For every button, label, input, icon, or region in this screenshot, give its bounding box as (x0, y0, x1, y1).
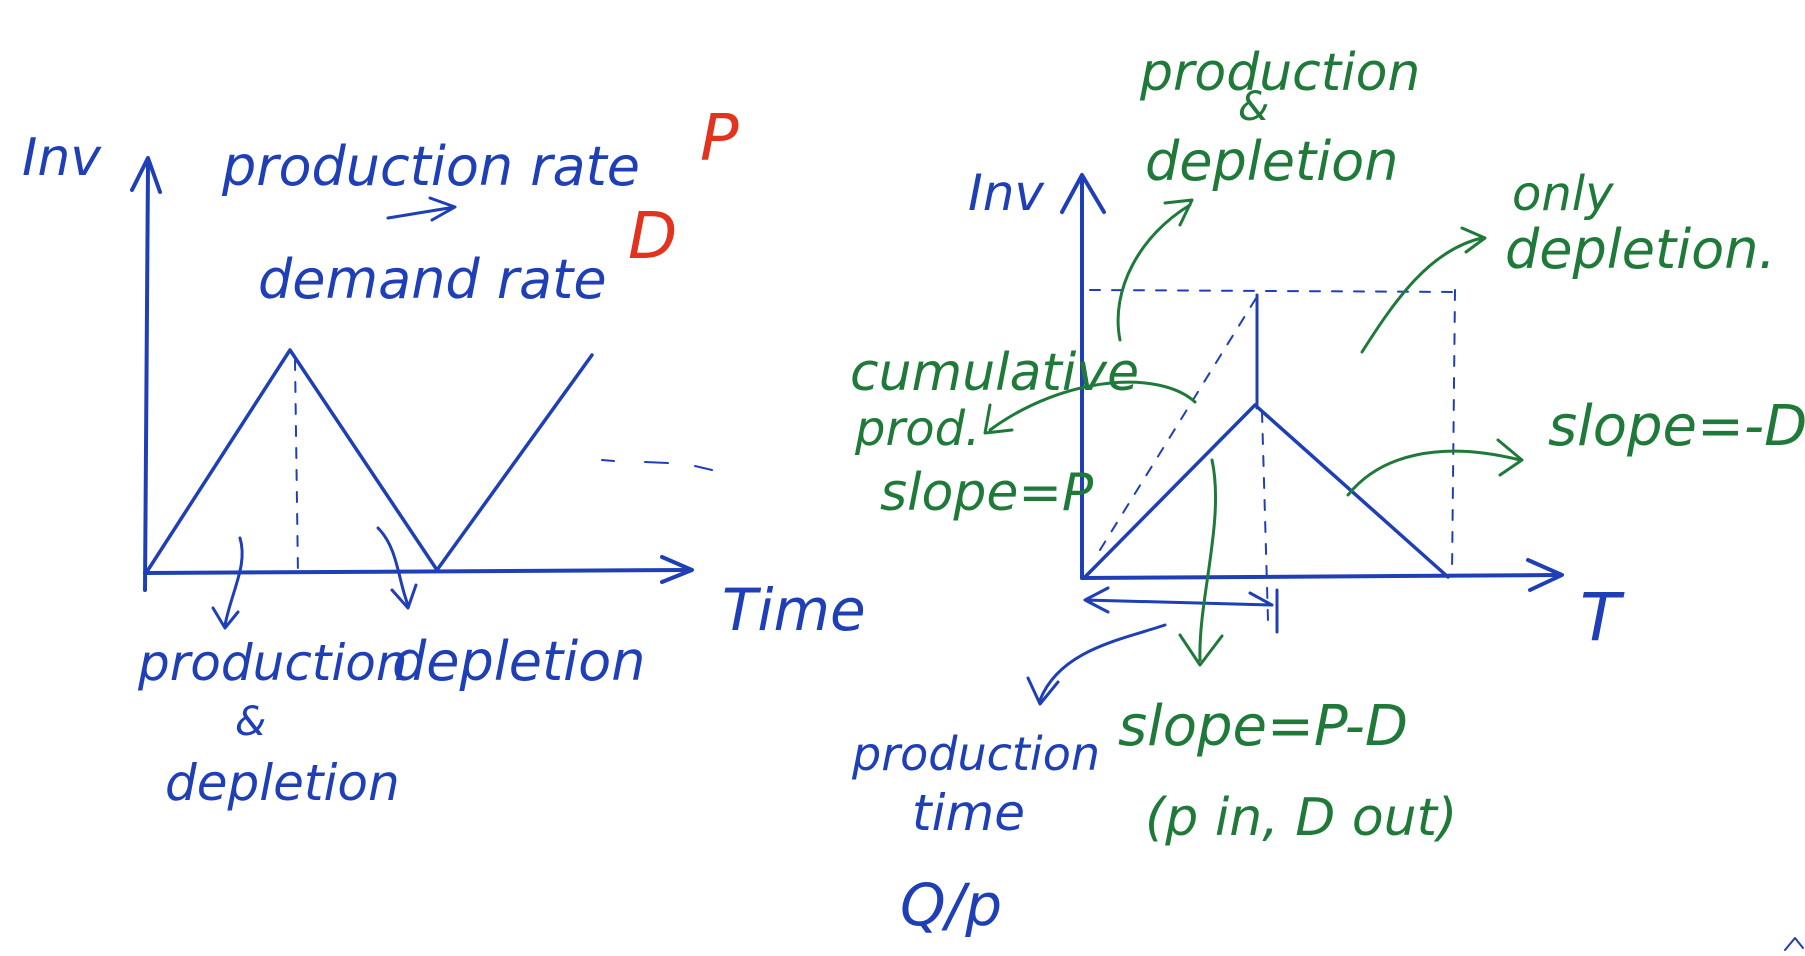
peak-dashed-line (1261, 411, 1269, 621)
slope-negative-d-label: slope=-D (1548, 394, 1805, 459)
left-peak-dashed-line (294, 359, 299, 576)
production-time-line1: production (851, 727, 1100, 781)
right-graph: Inv T production & depletion only deplet… (850, 43, 1805, 939)
corner-caret-icon (1784, 937, 1804, 951)
left-x-axis-label: Time (722, 576, 866, 644)
left-pointer-depletion (376, 526, 418, 610)
left-continuation-dashes (601, 459, 713, 471)
slope-negative-d-pointer (1346, 438, 1524, 497)
left-x-axis (143, 568, 692, 575)
production-time-line2: time (912, 784, 1025, 842)
left-x-axis-arrowhead (660, 555, 694, 584)
right-inventory-curve (1083, 403, 1450, 579)
demand-rate-label: demand rate (258, 248, 607, 311)
q-level-dashed-line (1089, 289, 1461, 293)
cumulative-pointer (983, 380, 1197, 435)
cycle-end-dashed-line (1451, 289, 1456, 576)
left-pointer-production (211, 536, 244, 630)
slope-p-minus-d-note: (p in, D out) (1145, 788, 1457, 848)
demand-rate-symbol: D (628, 200, 677, 274)
slope-p-minus-d-label: slope=P-D (1118, 694, 1408, 759)
right-x-axis-arrowhead (1526, 558, 1564, 592)
only-depletion-line1: only (1512, 166, 1614, 222)
right-x-axis (1080, 573, 1562, 580)
production-time-pointer (1026, 623, 1167, 706)
cumulative-label: cumulative (850, 343, 1139, 403)
right-y-axis-arrowhead (1060, 173, 1106, 214)
left-y-axis (143, 163, 150, 592)
left-graph: Inv Time production rate P demand rate D… (22, 102, 866, 812)
production-time-value: Q/p (900, 871, 1002, 939)
right-top-label-amp: & (1238, 84, 1269, 130)
production-rate-symbol: P (700, 102, 739, 176)
left-label-depletion-under: depletion (165, 754, 400, 812)
only-depletion-line2: depletion. (1505, 218, 1776, 281)
production-time-bracket (1083, 586, 1279, 634)
left-inventory-curve (146, 348, 594, 572)
production-rate-label: production rate (221, 135, 640, 198)
right-top-label-depletion: depletion (1145, 130, 1398, 193)
right-top-pointer (1116, 198, 1194, 342)
left-label-amp: & (235, 699, 266, 745)
right-top-label-production: production (1139, 43, 1420, 103)
left-y-axis-label: Inv (22, 128, 102, 188)
cumulative-production-dashed-line (1099, 294, 1259, 551)
only-depletion-pointer (1360, 226, 1487, 354)
left-label-production: production (137, 634, 408, 692)
cumulative-slope-label: slope=P (880, 463, 1094, 523)
slope-p-minus-d-pointer (1178, 458, 1224, 667)
left-y-axis-arrowhead (130, 156, 162, 194)
demand-arrow-mark (386, 196, 457, 222)
right-y-axis-label: Inv (968, 164, 1045, 222)
left-label-depletion: depletion (392, 630, 645, 693)
right-x-axis-label: T (1580, 579, 1625, 656)
cumulative-label-prod: prod. (854, 401, 980, 457)
